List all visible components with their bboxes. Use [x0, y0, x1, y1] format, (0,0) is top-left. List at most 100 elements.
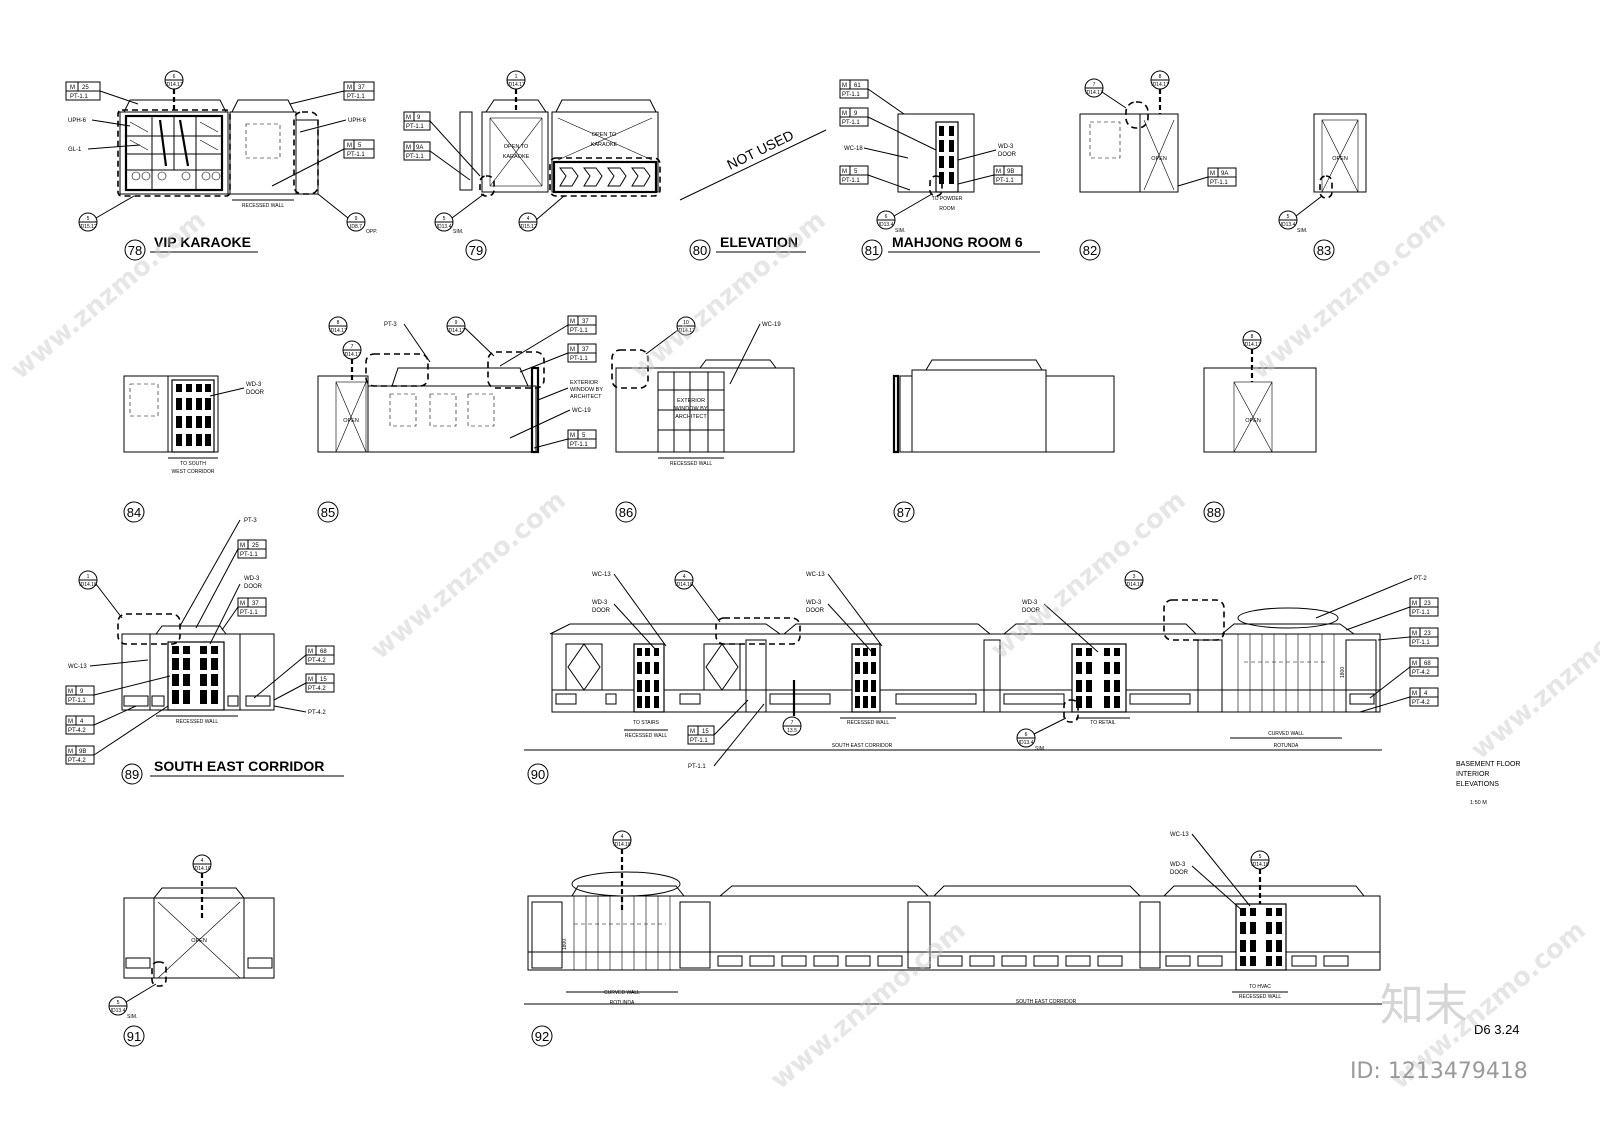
svg-text:PT-1.1: PT-1.1 — [570, 356, 588, 362]
svg-text:TO POWDER: TO POWDER — [932, 196, 963, 202]
svg-text:PT-1.1: PT-1.1 — [842, 120, 860, 126]
svg-text:ID14.17: ID14.17 — [447, 328, 465, 334]
tag-pt42-89: PT-4.2 — [273, 705, 326, 716]
svg-text:RECESSED WALL: RECESSED WALL — [847, 720, 890, 726]
svg-text:WC-19: WC-19 — [762, 322, 781, 328]
svg-text:8: 8 — [1251, 334, 1254, 340]
svg-text:6: 6 — [885, 214, 888, 220]
svg-text:UPH-6: UPH-6 — [68, 118, 87, 124]
callout-4-91: 4 ID14.16 — [192, 854, 212, 920]
svg-text:61: 61 — [854, 83, 861, 89]
elevation-83: OPEN 5 ID13.4 SIM. 83 — [1278, 113, 1367, 261]
svg-text:CURVED WALL: CURVED WALL — [604, 990, 640, 996]
svg-text:25: 25 — [252, 543, 259, 549]
svg-text:4: 4 — [80, 719, 84, 725]
svg-text:www.znzmo.com: www.znzmo.com — [1245, 205, 1451, 385]
svg-text:PT-4.2: PT-4.2 — [308, 686, 326, 692]
svg-text:ID15.12: ID15.12 — [519, 224, 537, 230]
svg-text:9: 9 — [854, 111, 858, 117]
svg-text:PT-1.1: PT-1.1 — [240, 552, 258, 558]
svg-text:6: 6 — [173, 74, 176, 80]
svg-text:DOOR: DOOR — [592, 608, 611, 614]
elevation-84: TO SOUTH WEST CORRIDOR WD-3 DOOR 84 — [123, 375, 265, 523]
svg-text:ID14.17: ID14.17 — [677, 328, 695, 334]
svg-text:M: M — [240, 543, 245, 549]
brand-logo: 知末 — [1380, 980, 1468, 1031]
svg-text:M: M — [406, 145, 411, 151]
svg-text:M: M — [1210, 171, 1215, 177]
svg-text:CURVED WALL: CURVED WALL — [1268, 731, 1304, 737]
svg-text:1: 1 — [87, 574, 90, 580]
svg-text:ID13.4: ID13.4 — [437, 224, 452, 230]
svg-text:82: 82 — [1083, 243, 1097, 258]
svg-text:www.znzmo.com: www.znzmo.com — [365, 485, 571, 665]
svg-text:WC-13: WC-13 — [68, 664, 87, 670]
svg-text:ID8.7: ID8.7 — [350, 224, 362, 230]
svg-text:ID14.18: ID14.18 — [79, 582, 97, 588]
label-79: 79 — [465, 239, 487, 261]
label-89: 89 SOUTH EAST CORRIDOR — [121, 758, 344, 785]
elevation-86: EXTERIOR WINDOW BY ARCHITECT RECESSED WA… — [611, 316, 795, 523]
svg-text:PT-4.2: PT-4.2 — [308, 710, 326, 716]
tag-m25-89: M 25 PT-1.1 — [195, 539, 267, 629]
svg-text:23: 23 — [1424, 601, 1431, 607]
tag-uph6-78: UPH-6 — [68, 118, 131, 127]
tag-pt3-89: PT-3 — [179, 518, 257, 627]
callout-6-81: 6 ID13.4 SIM. — [876, 193, 933, 234]
svg-text:M: M — [842, 83, 847, 89]
callout-6-78: 6 ID14.17 — [164, 70, 184, 112]
elevation-88: OPEN 8 ID14.17 88 — [1203, 330, 1317, 523]
svg-text:SOUTH EAST CORRIDOR: SOUTH EAST CORRIDOR — [1016, 999, 1077, 1005]
svg-text:TO HVAC: TO HVAC — [1249, 984, 1271, 990]
svg-text:8: 8 — [337, 320, 340, 326]
callout-5-79: 5 ID13.4 SIM. — [434, 193, 485, 235]
svg-text:1: 1 — [515, 74, 518, 80]
id-text: ID: 1213479418 — [1350, 1059, 1528, 1084]
svg-text:8: 8 — [1159, 74, 1162, 80]
svg-text:3: 3 — [1133, 574, 1136, 580]
tag-wc18-81: WC-18 — [844, 146, 909, 159]
door-90c — [1071, 643, 1127, 713]
svg-text:WD-3: WD-3 — [246, 382, 262, 388]
svg-text:M: M — [240, 601, 245, 607]
svg-text:ARCHITECT: ARCHITECT — [570, 394, 602, 400]
svg-text:PT-1.1: PT-1.1 — [406, 124, 424, 130]
svg-text:SIM.: SIM. — [1297, 228, 1307, 234]
svg-text:WD-3: WD-3 — [1170, 862, 1186, 868]
svg-text:79: 79 — [469, 243, 483, 258]
svg-text:RECESSED WALL: RECESSED WALL — [670, 461, 713, 467]
callout-3-90: 3 ID14.16 — [1124, 570, 1144, 590]
title-block: BASEMENT FLOOR INTERIOR ELEVATIONS 1:50 … — [1456, 761, 1520, 806]
svg-text:PT-4.2: PT-4.2 — [1412, 670, 1430, 676]
svg-text:ID14.17: ID14.17 — [1085, 90, 1103, 96]
svg-text:M: M — [1412, 631, 1417, 637]
svg-text:15: 15 — [702, 729, 709, 735]
svg-text:PT-4.2: PT-4.2 — [68, 728, 86, 734]
svg-text:RECESSED WALL: RECESSED WALL — [1239, 994, 1282, 1000]
svg-text:www.znzmo.com: www.znzmo.com — [985, 485, 1191, 665]
svg-text:WD-3: WD-3 — [244, 576, 260, 582]
elevation-85: OPEN 8 ID14.17 7 ID14.17 PT-3 9 ID14.17 — [317, 315, 603, 523]
svg-text:WINDOW BY: WINDOW BY — [675, 406, 708, 412]
svg-text:M: M — [570, 319, 575, 325]
svg-text:90: 90 — [531, 767, 545, 782]
tag-uph6-78b: UPH-6 — [299, 118, 367, 133]
svg-text:PT-1.1: PT-1.1 — [68, 698, 86, 704]
svg-text:ID14.18: ID14.18 — [613, 842, 631, 848]
svg-text:ID14.18: ID14.18 — [1251, 862, 1269, 868]
svg-text:9: 9 — [355, 216, 358, 222]
svg-text:DOOR: DOOR — [1170, 870, 1189, 876]
svg-text:SIM.: SIM. — [127, 1014, 137, 1020]
drawing-number: D6 3.24 — [1474, 1022, 1520, 1037]
svg-text:M: M — [842, 111, 847, 117]
svg-text:OPEN: OPEN — [1245, 418, 1261, 424]
svg-text:PT-1.1: PT-1.1 — [1412, 640, 1430, 646]
